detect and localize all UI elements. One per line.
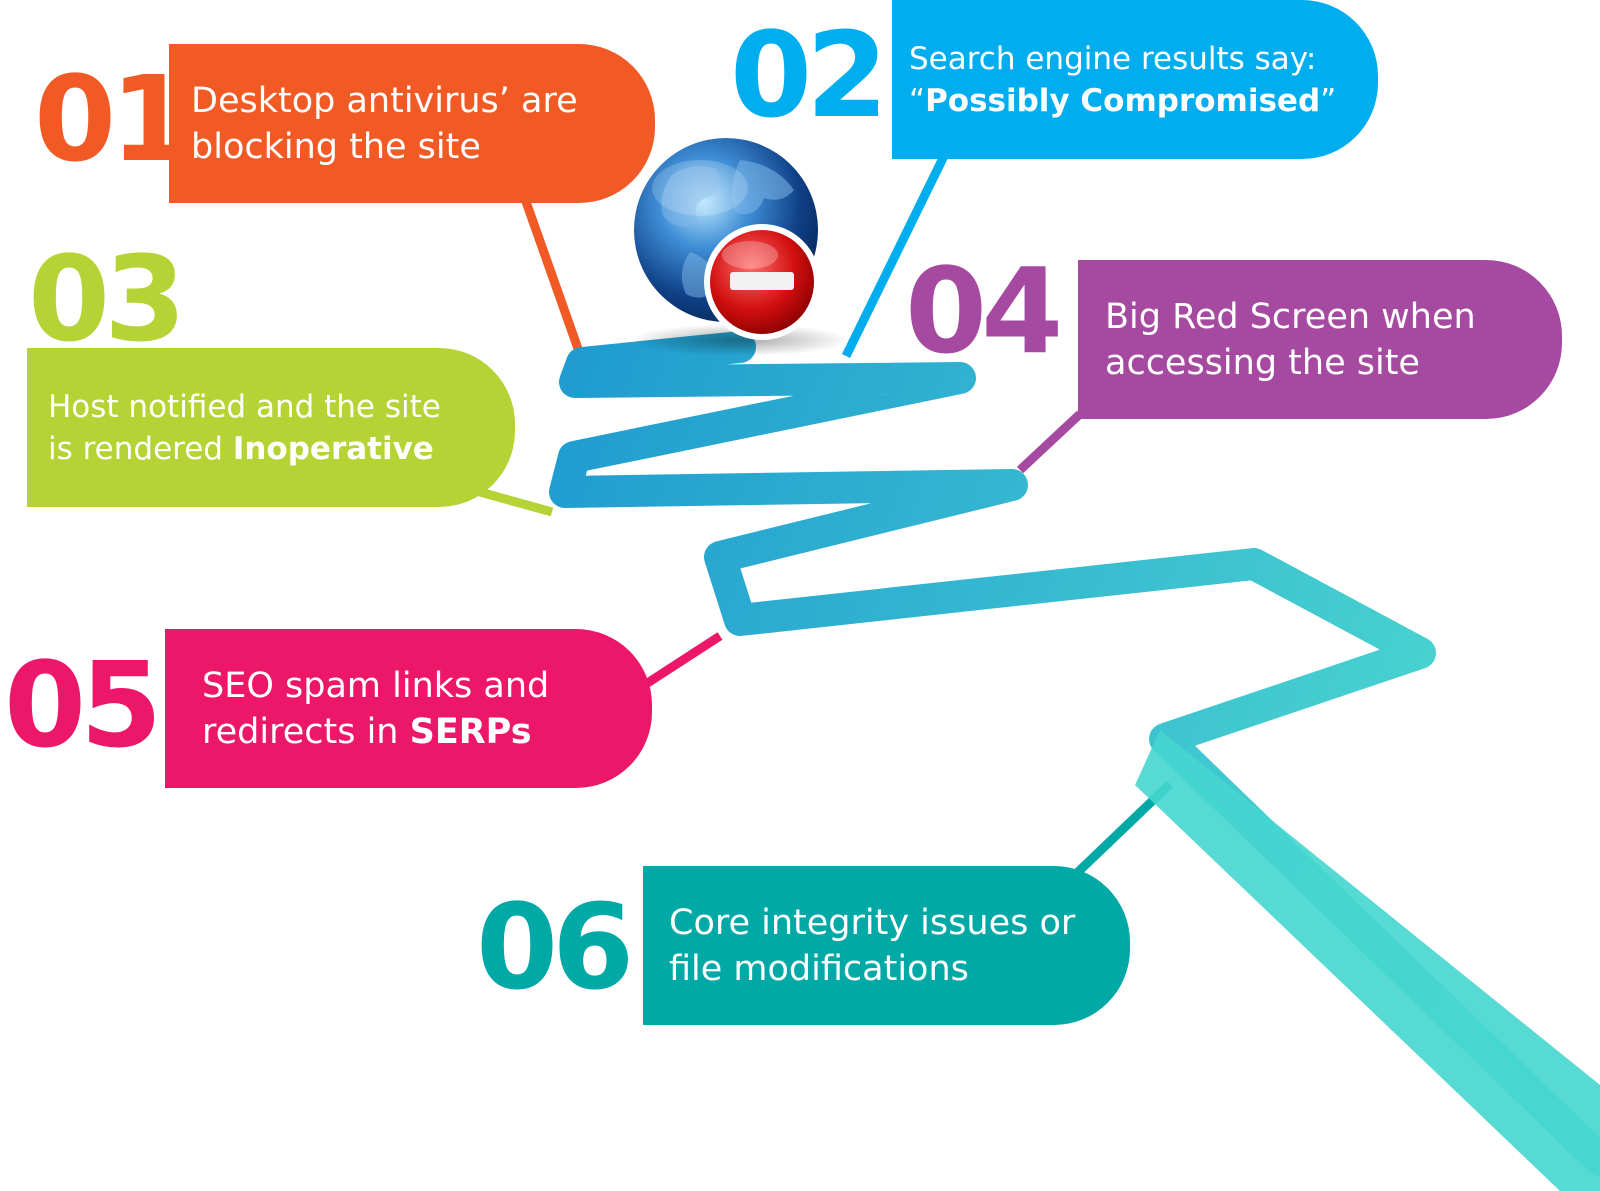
path-tail	[1135, 730, 1600, 1191]
step-number-03: 03	[28, 230, 186, 368]
step-06-line-1: Core integrity issues or	[669, 902, 1076, 943]
step-01-line-2: blocking the site	[191, 126, 481, 167]
connector-01	[519, 194, 587, 362]
step-01-line-1: Desktop antivirus’ are	[191, 80, 578, 121]
step-number-04: 04	[905, 242, 1063, 380]
connector-02	[841, 154, 949, 358]
step-callout-05: SEO spam links and redirects in SERPs	[165, 629, 652, 788]
step-03-line-1: Host notified and the site	[48, 388, 441, 425]
step-06-line-2: file modifications	[669, 948, 969, 989]
step-callout-04: Big Red Screen when accessing the site	[1078, 260, 1562, 419]
step-callout-02: Search engine results say: “Possibly Com…	[892, 0, 1378, 159]
connector-03	[478, 487, 554, 517]
step-04-line-1: Big Red Screen when	[1105, 296, 1476, 337]
step-callout-03: Host notified and the site is rendered I…	[27, 348, 515, 507]
step-02-line-1: Search engine results say:	[909, 40, 1317, 77]
step-number-02: 02	[730, 6, 888, 144]
no-entry-icon	[704, 224, 820, 340]
step-05-line-2: redirects in SERPs	[202, 711, 532, 752]
connector-04	[1016, 410, 1084, 474]
step-callout-06: Core integrity issues or file modificati…	[643, 866, 1130, 1025]
step-05-line-1: SEO spam links and	[202, 665, 550, 706]
step-02-line-2: “Possibly Compromised”	[909, 82, 1337, 119]
step-03-line-2: is rendered Inoperative	[48, 430, 434, 467]
step-04-line-2: accessing the site	[1105, 342, 1420, 383]
globe-shadow	[630, 324, 850, 356]
connector-05	[643, 632, 723, 688]
step-number-06: 06	[476, 878, 634, 1016]
step-number-01: 01	[34, 50, 192, 188]
winding-path	[549, 331, 1600, 1176]
step-callout-01: Desktop antivirus’ are blocking the site	[169, 44, 655, 203]
step-number-05: 05	[4, 636, 162, 774]
